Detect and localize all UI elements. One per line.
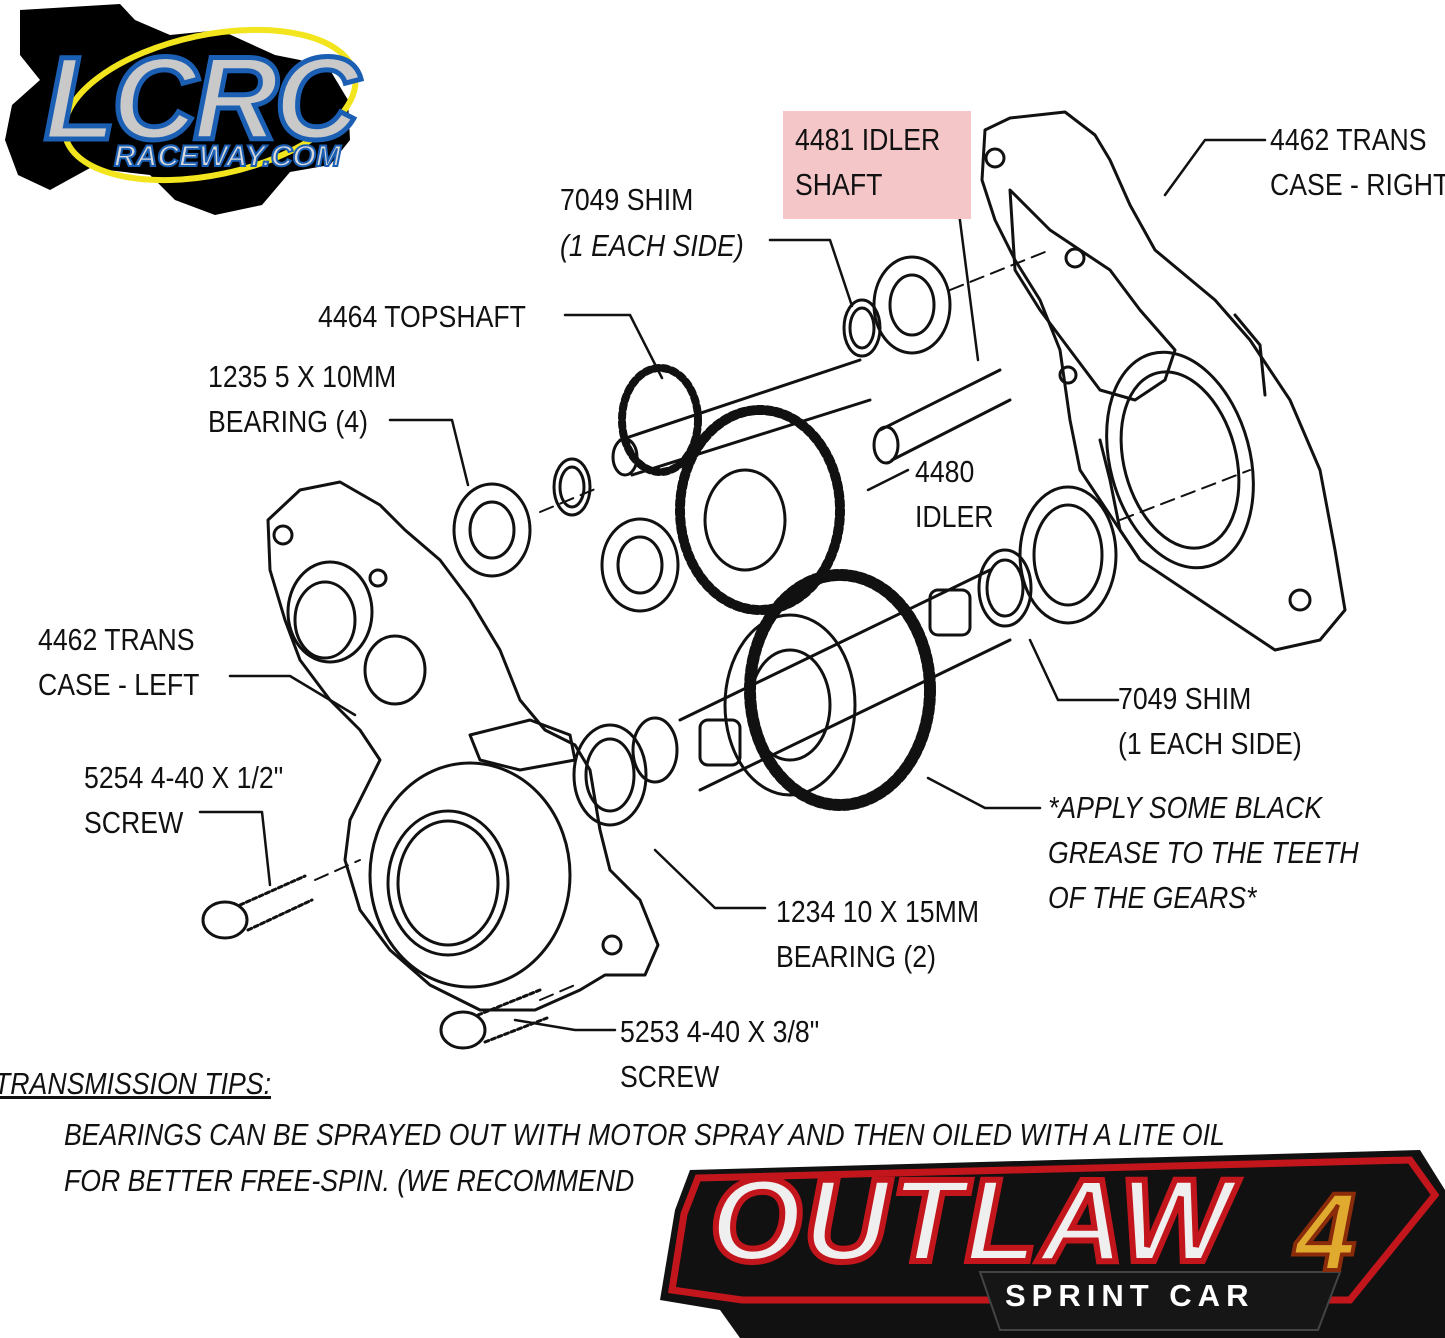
label-idler: 4480 IDLER [915,454,994,534]
sprint-car-silhouette-icon [5,4,359,215]
label-shim-top-note: (1 EACH SIDE) [560,228,744,263]
lcrc-logo-subtext: RACEWAY.COM [113,140,342,173]
label-shim-top: 7049 SHIM [560,182,694,217]
right-transmission-case [980,110,1347,652]
outlaw-logo-text: OUTLAW [707,1155,1234,1287]
centerlines [314,249,1251,1001]
idler-shaft-highlight [783,111,971,219]
tips-body: BEARINGS CAN BE SPRAYED OUT WITH MOTOR S… [64,1117,1225,1198]
label-case-right: 4462 TRANS CASE - RIGHT [1270,122,1445,202]
bearings-and-shims [452,255,1118,827]
lcrc-raceway-logo: LCRC RACEWAY.COM [0,0,380,220]
gears [618,364,936,811]
label-topshaft: 4464 TOPSHAFT [318,299,526,334]
outlaw-logo-number: 4 [1293,1171,1358,1294]
label-idler-shaft: 4481 IDLER SHAFT [795,122,941,202]
label-bearing-large: 1234 10 X 15MM BEARING (2) [776,894,980,974]
outlaw-badge-shape-icon [660,1150,1445,1338]
lcrc-logo-text: LCRC [42,33,363,165]
label-case-left: 4462 TRANS CASE - LEFT [38,622,200,702]
outlaw-logo-tagline: SPRINT CAR [1005,1278,1255,1313]
label-shim-bottom: 7049 SHIM (1 EACH SIDE) [1118,681,1302,761]
label-screw-half: 5254 4-40 X 1/2" SCREW [84,760,284,840]
tips-title: TRANSMISSION TIPS: [0,1066,272,1101]
label-bearing-small: 1235 5 X 10MM BEARING (4) [208,359,397,439]
screws [201,874,549,1050]
label-grease-note: *APPLY SOME BLACK GREASE TO THE TEETH OF… [1048,790,1359,915]
label-screw-three-eighths: 5253 4-40 X 3/8" SCREW [620,1014,820,1094]
outlaw-4-sprint-car-logo: OUTLAW 4 SPRINT CAR [650,1150,1445,1338]
